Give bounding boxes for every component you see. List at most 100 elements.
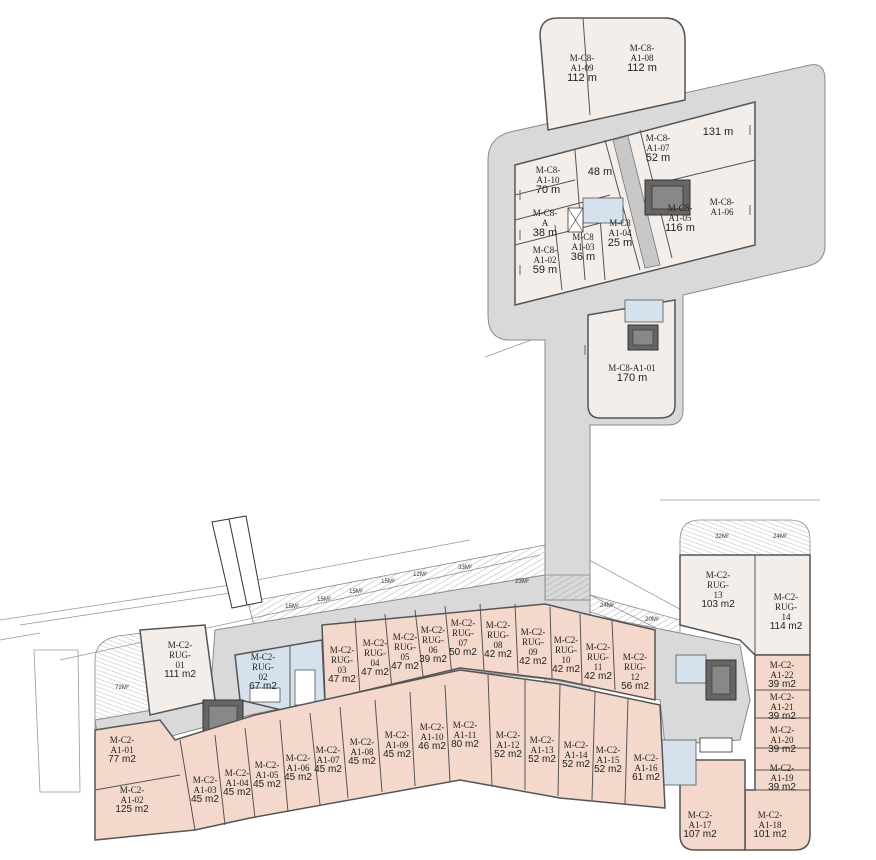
- unit-name: RUG-: [251, 662, 274, 672]
- unit-area: 61 m2: [632, 772, 660, 783]
- unit-area: 42 m2: [552, 664, 580, 675]
- unit-name: RUG-: [554, 645, 577, 655]
- unit-area: 131 m: [702, 126, 734, 138]
- unit-area: 45 m2: [284, 772, 312, 783]
- unit-name: RUG-: [451, 628, 474, 638]
- unit-name: M-C2-: [109, 735, 135, 745]
- unit-name: M-C2-: [757, 810, 783, 820]
- unit-label-c8-a1-06: M-C8-A1-06: [710, 197, 735, 217]
- unit-name: A1-02: [120, 795, 144, 805]
- east-roof-terrace: [679, 519, 811, 556]
- unit-name: A1-09: [385, 740, 409, 750]
- unit-area: 39 m2: [419, 654, 447, 665]
- unit-area: 70 m: [535, 184, 561, 196]
- unit-area: 39 m2: [768, 744, 796, 755]
- unit-area: 45 m2: [253, 779, 281, 790]
- unit-area: 39 m2: [768, 711, 796, 722]
- unit-area: 38 m: [532, 227, 558, 239]
- unit-area: 45 m2: [314, 764, 342, 775]
- unit-name: 01: [175, 660, 185, 670]
- unit-area: 125 m2: [115, 804, 149, 815]
- unit-name: M-C8-: [532, 245, 558, 255]
- unit-name: M-C2-: [329, 645, 355, 655]
- unit-area: 107 m2: [683, 829, 717, 840]
- unit-name: A1-06: [710, 207, 734, 217]
- unit-name: A1-20: [770, 735, 794, 745]
- unit-name: 09: [528, 647, 538, 657]
- unit-name: 08: [493, 640, 503, 650]
- unit-name: RUG-: [421, 635, 444, 645]
- unit-name: M-C2-: [595, 745, 621, 755]
- unit-area: 47 m2: [361, 667, 389, 678]
- unit-name: A1-04: [608, 228, 632, 238]
- unit-area: 47 m2: [391, 661, 419, 672]
- unit-name: M-C2-: [769, 692, 795, 702]
- unit-name: 06: [428, 645, 438, 655]
- unit-name: RUG-: [363, 648, 386, 658]
- unit-name: A1-05: [668, 213, 692, 223]
- unit-name: M-C2-: [769, 763, 795, 773]
- balcony-area-20: 20M²: [645, 617, 659, 623]
- unit-name: A: [541, 218, 549, 228]
- north-top-wing: [539, 17, 686, 131]
- unit-area: 103 m2: [701, 599, 735, 610]
- unit-name: RUG-: [521, 637, 544, 647]
- unit-area: 112 m: [627, 62, 657, 74]
- unit-area: 36 m: [570, 251, 596, 263]
- unit-area: 42 m2: [484, 649, 512, 660]
- unit-name: M-C2-: [285, 753, 311, 763]
- unit-name: M-C2-: [315, 745, 341, 755]
- unit-name: 12: [630, 672, 640, 682]
- unit-name: M-C8-: [667, 203, 693, 213]
- balcony-area-32: 32M²: [715, 534, 729, 540]
- balcony-area-15a: 15M²: [285, 604, 299, 610]
- unit-name: A1-08: [630, 53, 654, 63]
- unit-area: 52 m: [645, 152, 671, 164]
- unit-name: M-C2-: [384, 730, 410, 740]
- unit-name: M-C2-: [495, 730, 521, 740]
- unit-name: M-C2-: [705, 570, 731, 580]
- balcony-area-33: 33M²: [458, 565, 472, 571]
- unit-area: 48 m: [587, 166, 613, 178]
- unit-name: A1-03: [193, 785, 217, 795]
- unit-area: 52 m2: [494, 749, 522, 760]
- north-block: [487, 17, 826, 721]
- unit-name: A1-02: [533, 255, 557, 265]
- unit-name: M-C2-: [420, 625, 446, 635]
- unit-name: A1-10: [536, 175, 560, 185]
- unit-area: 52 m2: [594, 764, 622, 775]
- unit-area: 42 m2: [519, 656, 547, 667]
- unit-name: M-C2-: [622, 652, 648, 662]
- unit-area: 116 m: [665, 222, 695, 234]
- unit-name: M-C2-: [250, 652, 276, 662]
- unit-name: A1-11: [453, 730, 477, 740]
- balcony-area-15b: 15M²: [317, 597, 331, 603]
- unit-name: A1-07: [646, 143, 670, 153]
- unit-name: M-C8-: [532, 208, 558, 218]
- unit-name: M-C2-: [769, 660, 795, 670]
- unit-area: 45 m2: [348, 756, 376, 767]
- unit-area: 101 m2: [753, 829, 787, 840]
- unit-area: 52 m2: [562, 759, 590, 770]
- unit-name: M-C2-: [529, 735, 555, 745]
- unit-area: 59 m: [532, 264, 558, 276]
- unit-name: 11: [593, 662, 603, 672]
- unit-area: 25 m: [607, 237, 633, 249]
- unit-area: 112 m: [567, 72, 597, 84]
